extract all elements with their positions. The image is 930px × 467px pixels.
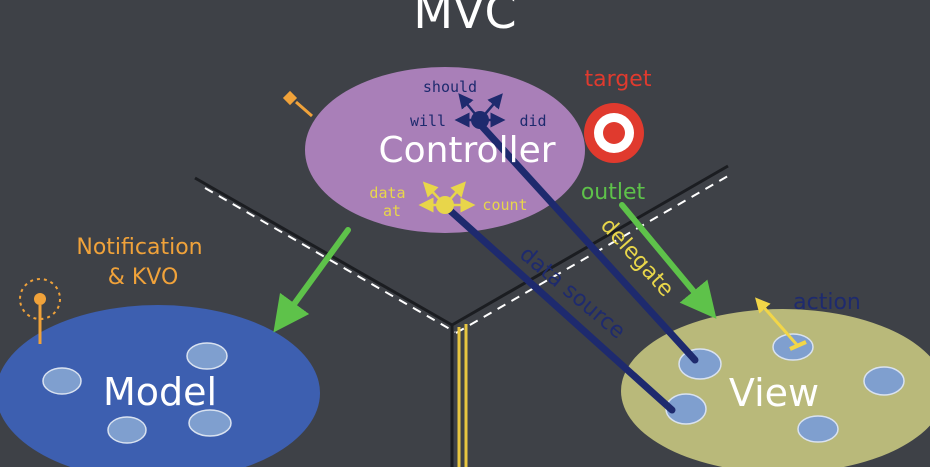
target-icon — [584, 103, 644, 163]
controller-label: Controller — [378, 130, 555, 171]
action-knob — [454, 93, 506, 129]
controller-antenna-icon — [282, 90, 313, 118]
data-knob — [418, 181, 476, 214]
controller-to-model-arrow — [273, 227, 351, 333]
controller-ellipse[interactable] — [305, 67, 585, 233]
data-at-line-1: data — [369, 184, 405, 202]
data-knob-dot — [436, 196, 454, 214]
did-label: did — [519, 112, 546, 130]
view-action-arrow — [755, 297, 807, 351]
view-group[interactable] — [621, 309, 930, 467]
model-object — [186, 342, 228, 370]
will-label: will — [410, 112, 446, 130]
view-object — [797, 415, 839, 443]
data-at-label: data at — [369, 184, 414, 220]
count-label: count — [482, 196, 527, 214]
target-label: target — [585, 67, 652, 92]
model-object — [188, 409, 232, 437]
notification-line-1: Notification — [76, 235, 202, 260]
page-title: MVC — [413, 0, 516, 39]
model-ellipse[interactable] — [0, 305, 320, 467]
action-knob-dot — [471, 111, 489, 129]
data-source-line — [441, 202, 676, 414]
notification-label: Notification & KVO — [76, 235, 209, 290]
outlet-label: outlet — [581, 180, 646, 205]
delegate-line — [474, 118, 699, 364]
model-label: Model — [103, 370, 217, 414]
data-at-line-2: at — [383, 202, 401, 220]
view-label: View — [729, 371, 819, 415]
model-object — [42, 367, 82, 395]
action-label: action — [793, 290, 861, 315]
notification-line-2: & KVO — [108, 265, 179, 290]
should-label: should — [423, 78, 477, 96]
outlet-arrow — [619, 202, 717, 319]
broadcast-antenna-icon — [19, 278, 61, 344]
model-objects — [42, 342, 232, 444]
view-object — [863, 366, 905, 396]
model-object — [107, 416, 147, 444]
model-group[interactable] — [0, 305, 320, 467]
